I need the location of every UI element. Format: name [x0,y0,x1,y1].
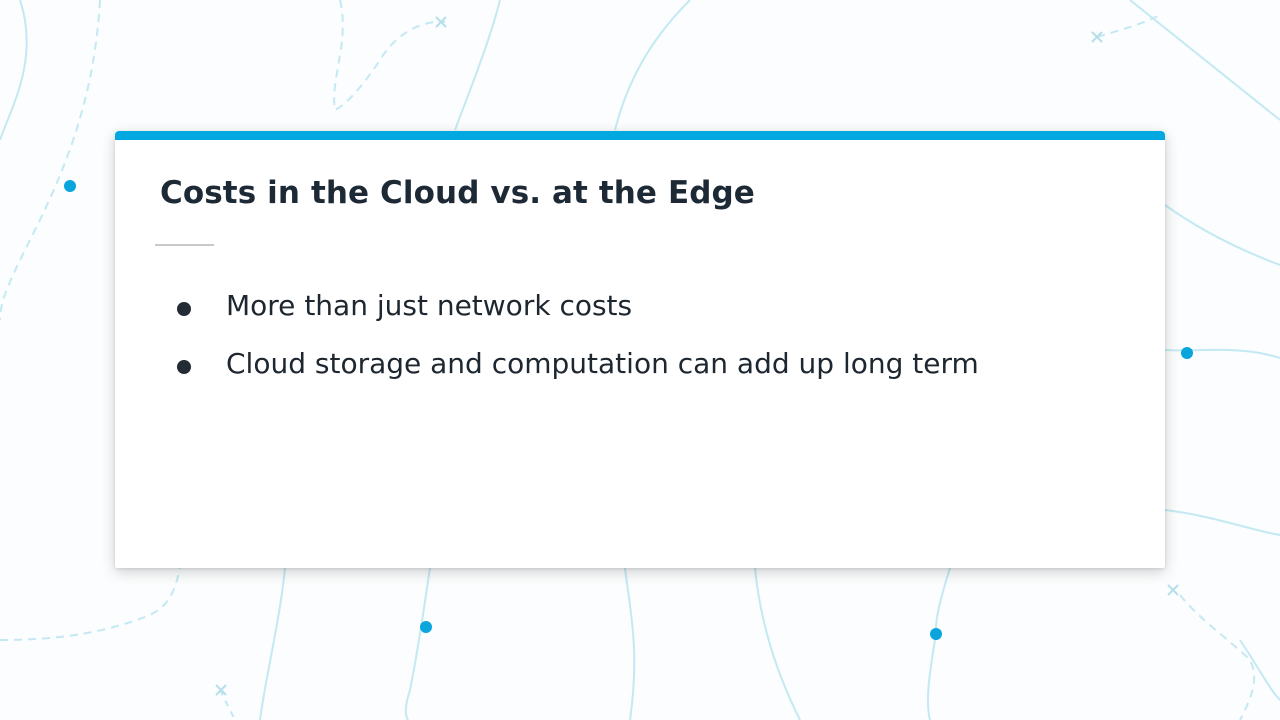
bullet-dot-icon [177,360,191,374]
bullet-item: Cloud storage and computation can add up… [177,339,979,397]
bullet-item: More than just network costs [177,281,979,339]
card-accent-bar [115,131,1165,140]
slide-card: Costs in the Cloud vs. at the Edge More … [115,131,1165,568]
network-node-icon [64,180,1193,640]
bullet-text: More than just network costs [226,289,633,322]
cross-marker-icon [215,16,1179,696]
bullet-dot-icon [177,302,191,316]
bullet-list: More than just network costs Cloud stora… [177,281,979,397]
bullet-text: Cloud storage and computation can add up… [226,347,979,380]
title-divider [155,244,214,246]
slide-title: Costs in the Cloud vs. at the Edge [160,175,755,211]
